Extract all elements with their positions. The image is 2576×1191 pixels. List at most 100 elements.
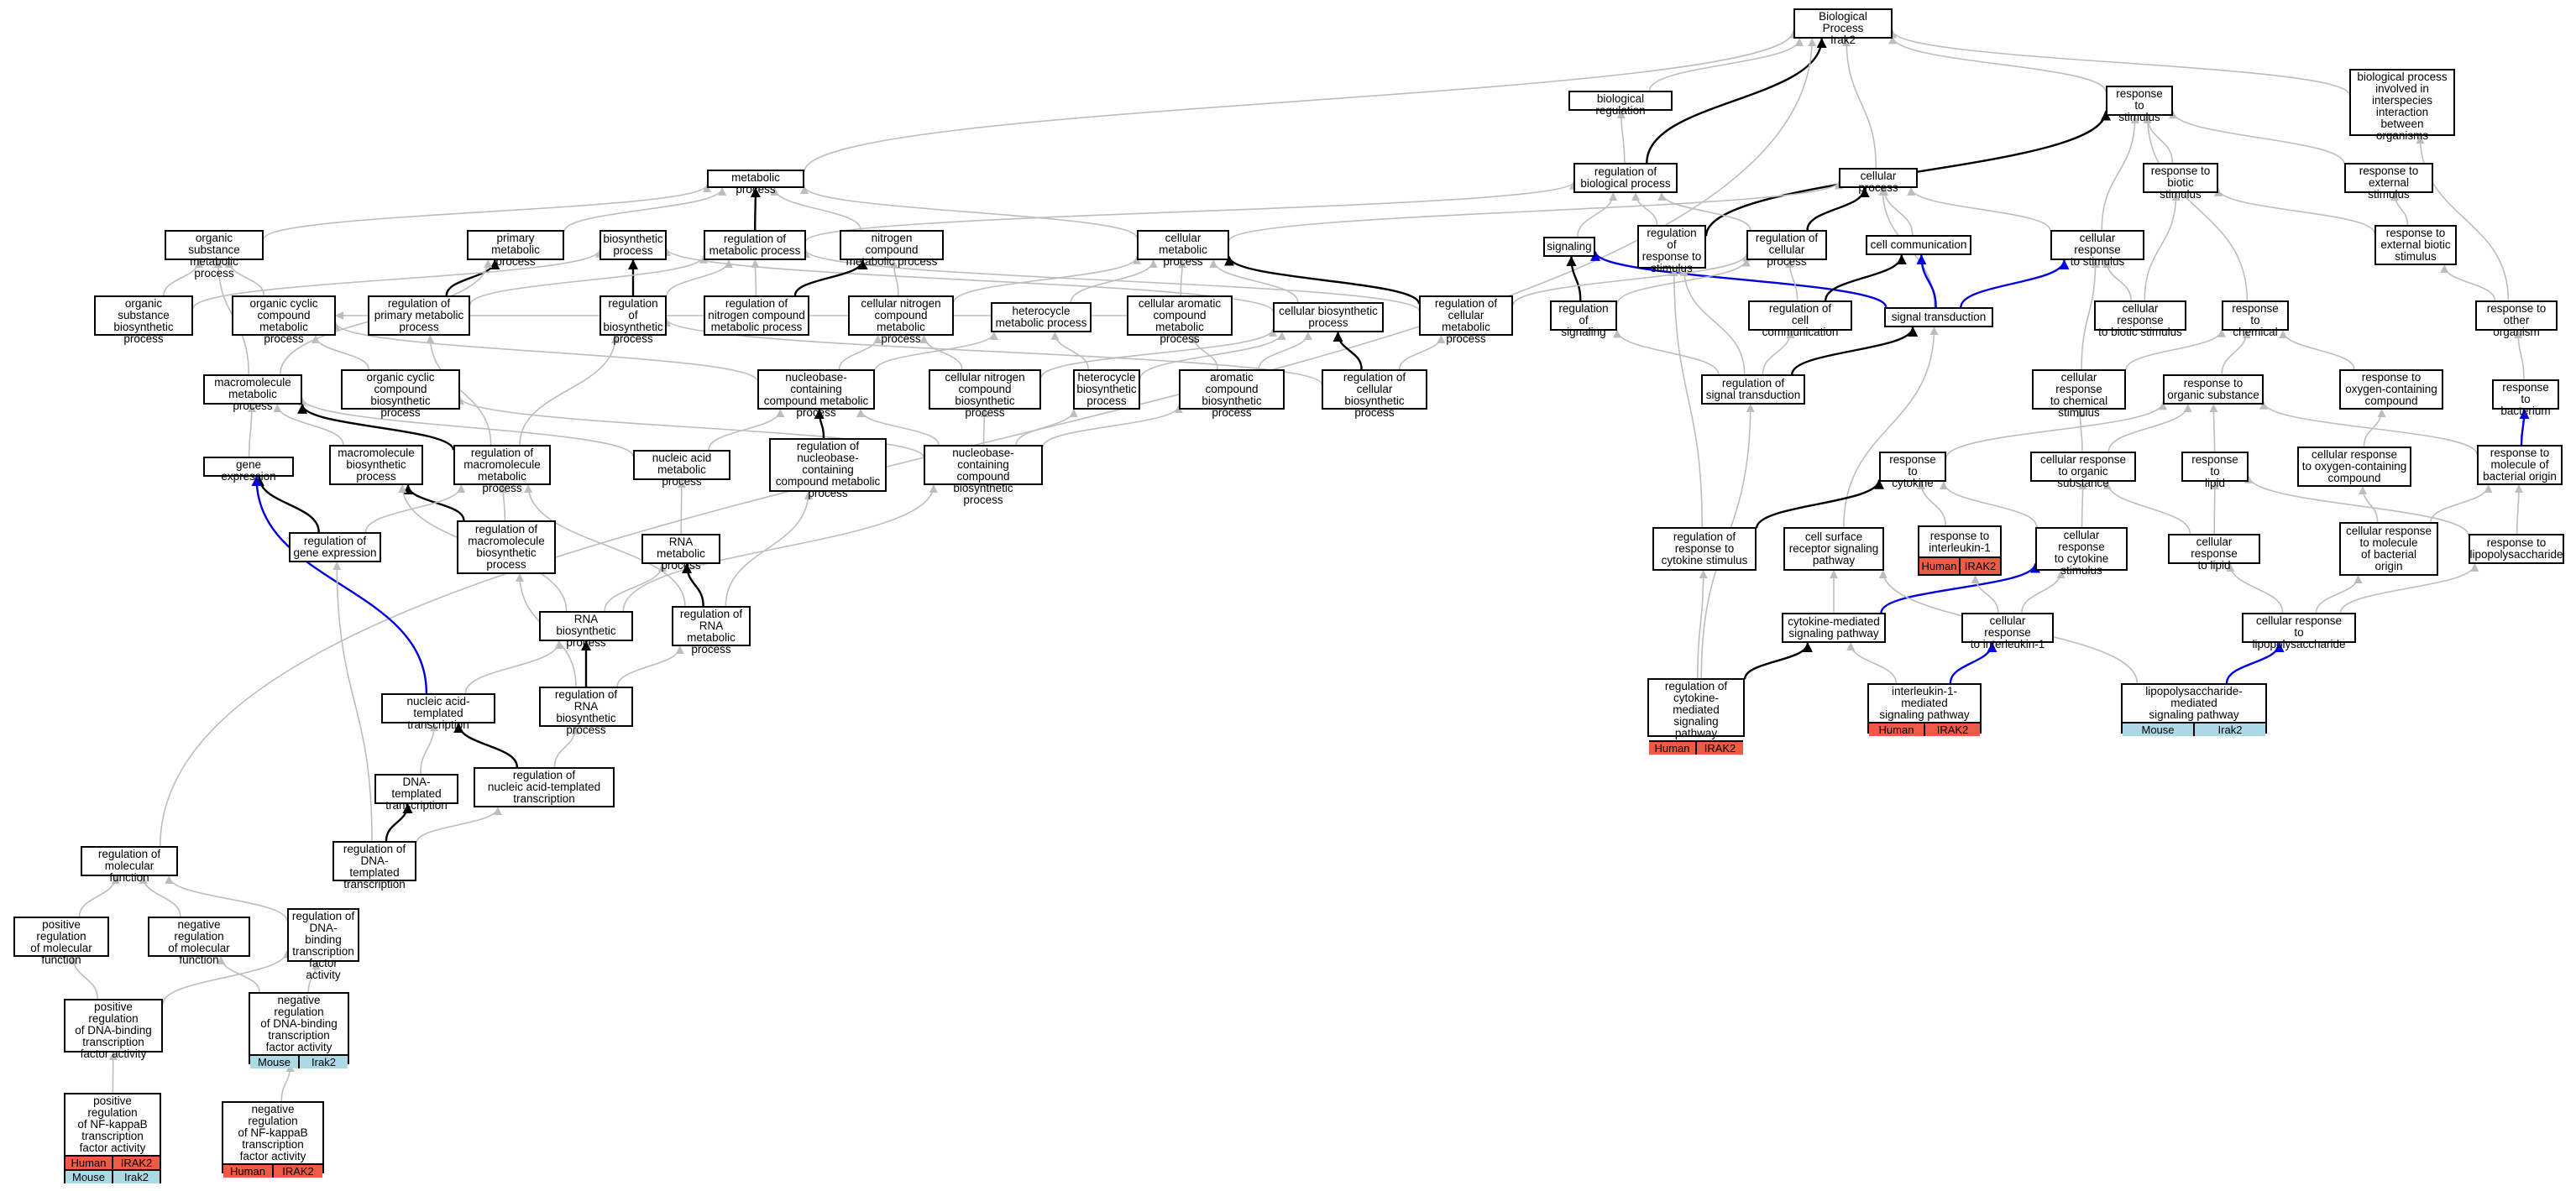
go-term-reg-metab[interactable]: regulation of metabolic process (704, 230, 806, 260)
go-term-interspecies[interactable]: biological process involved in interspec… (2349, 69, 2455, 142)
go-term-reg-cellproc[interactable]: regulation of cellular process (1746, 230, 1827, 268)
go-term-resp-bact[interactable]: response to bacterium (2492, 379, 2559, 417)
go-term-resp-lipid[interactable]: response to lipid (2181, 452, 2249, 489)
go-term-cell-resp-cyto[interactable]: cellular response to cytokine stimulus (2035, 527, 2128, 577)
go-term-label: DNA-templated transcription (385, 776, 448, 812)
go-term-reg-cyto-pathway[interactable]: regulation of cytokine-mediated signalin… (1647, 678, 1745, 755)
go-term-nucacid-metab[interactable]: nucleic acid metabolic process (633, 450, 730, 488)
go-term-reg-nucbase[interactable]: regulation of nucleobase-containing comp… (769, 438, 887, 499)
go-term-metab[interactable]: metabolic process (707, 170, 804, 196)
go-term-label: response to external stimulus (2359, 165, 2419, 201)
go-term-prim-metab[interactable]: primary metabolic process (467, 230, 564, 268)
go-term-resp-ext[interactable]: response to external stimulus (2344, 163, 2433, 201)
go-term-reg-sigtrans[interactable]: regulation of signal transduction (1701, 374, 1805, 405)
go-term-root[interactable]: Biological Process Irak2 (1793, 8, 1893, 46)
go-term-reg-cellcomm[interactable]: regulation of cell communication (1748, 300, 1852, 338)
go-term-resp-chem[interactable]: response to chemical (2222, 300, 2289, 338)
go-term-reg-resp-stim[interactable]: regulation of response to stimulus (1637, 225, 1706, 274)
go-term-gene-expr[interactable]: gene expression (203, 457, 294, 483)
black-edge-reg-nucbase-to-nucbase-metab (814, 409, 825, 439)
go-term-reg-macro-metab[interactable]: regulation of macromolecule metabolic pr… (453, 445, 551, 494)
go-term-cell-metab[interactable]: cellular metabolic process (1137, 230, 1229, 268)
go-term-resp-cytokine[interactable]: response to cytokine (1879, 452, 1946, 489)
go-term-neg-reg-dnabind[interactable]: negative regulation of DNA-binding trans… (249, 992, 349, 1068)
go-term-cell-nitro-biosyn[interactable]: cellular nitrogen compound biosynthetic … (929, 369, 1041, 419)
go-term-nat-trans[interactable]: nucleic acid-templated transcription (381, 693, 495, 731)
go-term-reg-cell-biosyn[interactable]: regulation of cellular biosynthetic proc… (1322, 369, 1427, 419)
go-term-macro-biosyn[interactable]: macromolecule biosynthetic process (329, 445, 423, 485)
go-term-reg-rna-biosyn[interactable]: regulation of RNA biosynthetic process (539, 687, 633, 736)
go-term-neg-reg-nfkb[interactable]: negative regulation of NF-kappaB transcr… (222, 1101, 324, 1178)
go-term-label: response to external biotic stimulus (2380, 227, 2451, 263)
go-term-reg-nitro[interactable]: regulation of nitrogen compound metaboli… (704, 295, 809, 336)
go-term-cellcomm[interactable]: cell communication (1866, 235, 1971, 255)
gray-edge-bioreg-to-root (1648, 38, 1804, 91)
go-term-reg-signaling[interactable]: regulation of signaling (1550, 300, 1617, 338)
go-term-cell-resp-biotic[interactable]: cellular response to biotic stimulus (2094, 300, 2186, 338)
go-term-resp-orgsub[interactable]: response to organic substance (2163, 374, 2264, 405)
go-term-cell-resp-orgsub[interactable]: cellular response to organic substance (2030, 452, 2136, 489)
go-term-cell-nitro[interactable]: cellular nitrogen compound metabolic pro… (848, 295, 954, 345)
go-term-hetero-metab[interactable]: heterocycle metabolic process (991, 302, 1092, 332)
go-term-resp-lps[interactable]: response to lipopolysaccharide (2469, 534, 2564, 564)
go-term-orgcyc-metab[interactable]: organic cyclic compound metabolic proces… (232, 295, 336, 345)
go-term-reg-gene-expr[interactable]: regulation of gene expression (289, 532, 381, 562)
go-term-reg-biosyn[interactable]: regulation of biosynthetic process (599, 295, 667, 345)
go-term-label: macromolecule biosynthetic process (338, 447, 415, 483)
go-term-resp-other[interactable]: response to other organism (2475, 300, 2558, 338)
go-term-macro-metab[interactable]: macromolecule metabolic process (203, 374, 302, 412)
go-term-il1-pathway[interactable]: interleukin-1-mediated signaling pathway… (1867, 683, 1982, 736)
go-term-reg-dna-trans[interactable]: regulation of DNA-templated transcriptio… (332, 841, 416, 891)
go-term-reg-rna-metab[interactable]: regulation of RNA metabolic process (672, 606, 751, 656)
go-term-orgcyc-biosyn[interactable]: organic cyclic compound biosynthetic pro… (341, 369, 460, 419)
go-term-resp-biotic[interactable]: response to biotic stimulus (2143, 163, 2218, 201)
go-term-lps-pathway[interactable]: lipopolysaccharide-mediated signaling pa… (2121, 683, 2267, 736)
go-term-nitro-metab[interactable]: nitrogen compound metabolic process (840, 230, 944, 268)
go-term-resp-stim[interactable]: response to stimulus (2106, 86, 2173, 123)
go-term-sigtrans[interactable]: signal transduction (1884, 307, 1993, 327)
go-term-reg-macro-biosyn[interactable]: regulation of macromolecule biosynthetic… (457, 520, 556, 574)
go-term-cyto-pathway[interactable]: cytokine-mediated signaling pathway (1782, 613, 1886, 643)
go-term-org-metab[interactable]: organic substance metabolic process (165, 230, 264, 279)
go-term-cell-biosyn[interactable]: cellular biosynthetic process (1273, 302, 1384, 332)
go-term-csr-pathway[interactable]: cell surface receptor signaling pathway (1783, 527, 1884, 571)
go-term-signaling[interactable]: signaling (1543, 237, 1595, 257)
go-term-resp-oxy[interactable]: response to oxygen-containing compound (2339, 369, 2443, 410)
go-term-org-biosyn[interactable]: organic substance biosynthetic process (94, 295, 193, 345)
go-term-cell-resp-lipid[interactable]: cellular response to lipid (2168, 534, 2260, 572)
go-term-cell-resp-stim[interactable]: cellular response to stimulus (2050, 230, 2144, 268)
go-term-cell-resp-oxy[interactable]: cellular response to oxygen-containing c… (2297, 447, 2411, 487)
go-term-hetero-biosyn[interactable]: heterocycle biosynthetic process (1073, 369, 1140, 410)
go-term-pos-reg-nfkb[interactable]: positive regulation of NF-kappaB transcr… (64, 1093, 161, 1183)
go-term-pos-reg-dnabind[interactable]: positive regulation of DNA-binding trans… (64, 999, 163, 1060)
go-term-arom-biosyn[interactable]: aromatic compound biosynthetic process (1179, 369, 1285, 419)
go-term-reg-dnabind[interactable]: regulation of DNA-binding transcription … (287, 908, 359, 981)
go-term-cellproc[interactable]: cellular process (1839, 168, 1918, 194)
go-term-pos-reg-mf[interactable]: positive regulation of molecular functio… (13, 917, 109, 966)
go-term-reg-bio[interactable]: regulation of biological process (1573, 163, 1678, 193)
go-term-reg-molfunc[interactable]: regulation of molecular function (81, 846, 178, 884)
go-term-dna-trans[interactable]: DNA-templated transcription (374, 774, 458, 812)
go-term-label: regulation of gene expression (293, 535, 377, 559)
go-term-reg-cellmetab[interactable]: regulation of cellular metabolic process (1419, 295, 1513, 345)
go-term-reg-resp-cyto[interactable]: regulation of response to cytokine stimu… (1652, 527, 1757, 571)
go-term-neg-reg-mf[interactable]: negative regulation of molecular functio… (148, 917, 250, 966)
go-term-rna-metab[interactable]: RNA metabolic process (641, 534, 720, 572)
go-term-arom-metab[interactable]: cellular aromatic compound metabolic pro… (1127, 295, 1233, 345)
go-term-rna-biosyn[interactable]: RNA biosynthetic process (539, 611, 633, 649)
go-term-reg-nat-trans[interactable]: regulation of nucleic acid-templated tra… (474, 767, 615, 807)
go-term-cell-resp-chem[interactable]: cellular response to chemical stimulus (2032, 369, 2126, 419)
go-term-resp-mol-bact[interactable]: response to molecule of bacterial origin (2477, 445, 2563, 485)
gray-edge-rna-biosyn-to-rna-metab (604, 563, 667, 612)
go-term-cell-resp-mol-bact[interactable]: cellular response to molecule of bacteri… (2339, 522, 2438, 576)
go-term-nucbase-biosyn[interactable]: nucleobase-containing compound biosynthe… (924, 445, 1043, 506)
go-term-biosyn[interactable]: biosynthetic process (599, 230, 667, 260)
go-term-bioreg[interactable]: biological regulation (1568, 91, 1673, 117)
go-term-label: biological process involved in interspec… (2357, 71, 2448, 142)
go-term-cell-resp-il1[interactable]: cellular response to interleukin-1 (1961, 613, 2054, 650)
go-term-reg-prim[interactable]: regulation of primary metabolic process (368, 295, 470, 336)
go-term-resp-ext-biotic[interactable]: response to external biotic stimulus (2374, 225, 2457, 265)
go-term-cell-resp-lps[interactable]: cellular response to lipopolysaccharide (2242, 613, 2356, 650)
go-term-nucbase-metab[interactable]: nucleobase-containing compound metabolic… (757, 369, 875, 419)
